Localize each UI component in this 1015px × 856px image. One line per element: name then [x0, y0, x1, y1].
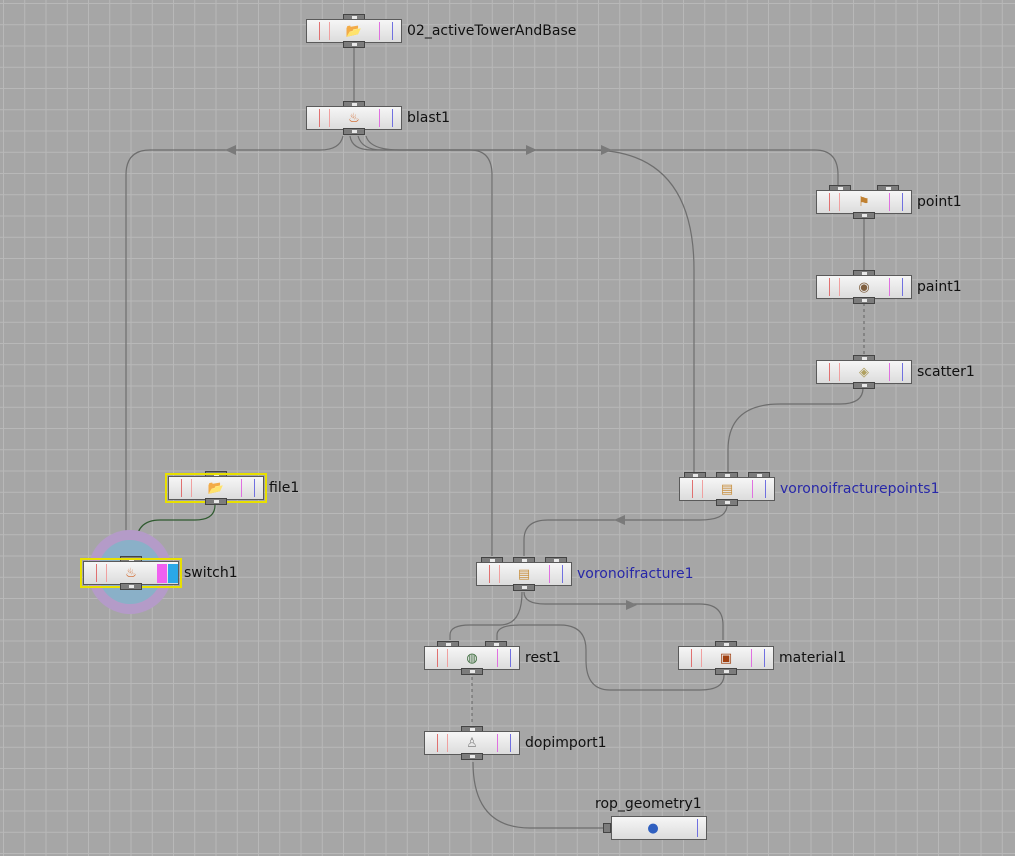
point-icon: ⚑	[858, 194, 870, 210]
node-tile[interactable]: ▣	[678, 646, 774, 670]
voronoi-icon: ▤	[517, 566, 531, 582]
node-voronoifracturepoints1[interactable]: ▤ voronoifracturepoints1	[679, 472, 979, 506]
wire-blast-point	[349, 135, 839, 186]
node-label: point1	[917, 194, 962, 210]
node-label: paint1	[917, 279, 962, 295]
output-connector[interactable]	[853, 212, 875, 219]
node-label: rest1	[525, 650, 561, 666]
node-tile[interactable]: ◍	[424, 646, 520, 670]
wire-arrow	[526, 145, 537, 155]
node-blast1[interactable]: ♨ blast1	[306, 101, 506, 135]
output-connector[interactable]	[205, 498, 227, 505]
display-flag[interactable]	[168, 564, 178, 583]
wire-arrow	[225, 145, 236, 155]
output-connector[interactable]	[461, 668, 483, 675]
material-icon: ▣	[719, 650, 733, 666]
node-dopimport1[interactable]: ♙ dopimport1	[424, 726, 624, 760]
node-rop-geometry1[interactable]: ● rop_geometry1	[595, 796, 711, 840]
node-tile[interactable]: ▤	[679, 477, 775, 501]
node-label: 02_activeTowerAndBase	[407, 23, 577, 39]
file-folder-icon: 📂	[207, 480, 225, 496]
voronoi-icon: ▤	[720, 481, 734, 497]
output-connector[interactable]	[120, 583, 142, 590]
node-tile[interactable]: ♨	[80, 558, 182, 588]
node-label: material1	[779, 650, 847, 666]
node-label: voronoifracturepoints1	[780, 481, 940, 497]
wire-scatter-vfp	[727, 387, 864, 472]
template-flag[interactable]	[157, 564, 167, 583]
wire-vf-rest	[449, 591, 523, 640]
node-switch1[interactable]: ♨ switch1	[80, 556, 263, 590]
wire-arrow	[626, 600, 637, 610]
node-label: switch1	[184, 565, 238, 581]
output-connector[interactable]	[461, 753, 483, 760]
wire-blast-voronoi	[357, 135, 493, 556]
node-label: file1	[269, 480, 300, 496]
output-connector[interactable]	[513, 584, 535, 591]
node-label: scatter1	[917, 364, 975, 380]
file-folder-icon: 📂	[345, 23, 363, 39]
wire-dopimport-rop	[472, 761, 607, 829]
node-voronoifracture1[interactable]: ▤ voronoifracture1	[476, 557, 716, 591]
wire-blast-vfp	[365, 135, 695, 472]
output-connector[interactable]	[853, 297, 875, 304]
node-02-activetowerandbase[interactable]: 📂 02_activeTowerAndBase	[306, 14, 606, 48]
output-connector[interactable]	[715, 668, 737, 675]
node-tile[interactable]: 📂	[165, 473, 267, 503]
scatter-icon: ◈	[859, 364, 869, 380]
node-tile[interactable]: ◉	[816, 275, 912, 299]
node-tile[interactable]: ●	[611, 816, 707, 840]
node-label: rop_geometry1	[595, 796, 702, 812]
rop-geometry-icon: ●	[647, 820, 659, 836]
node-tile[interactable]: ◈	[816, 360, 912, 384]
node-label: blast1	[407, 110, 451, 126]
node-label: dopimport1	[525, 735, 607, 751]
wire-blast-switch	[125, 135, 344, 556]
node-scatter1[interactable]: ◈ scatter1	[816, 355, 996, 389]
wire-arrow	[614, 515, 625, 525]
switch-icon: ♨	[125, 565, 137, 581]
node-material1[interactable]: ▣ material1	[678, 641, 878, 675]
node-tile[interactable]: ♙	[424, 731, 520, 755]
input-connector[interactable]	[603, 823, 617, 833]
node-tile[interactable]: ⚑	[816, 190, 912, 214]
wire-vf-material	[523, 591, 724, 640]
node-rest1[interactable]: ◍ rest1	[424, 641, 584, 675]
wire-material-rest	[496, 624, 725, 691]
node-point1[interactable]: ⚑ point1	[816, 185, 996, 219]
node-tile[interactable]: ▤	[476, 562, 572, 586]
output-connector[interactable]	[716, 499, 738, 506]
dopimport-icon: ♙	[466, 735, 478, 751]
node-label: voronoifracture1	[577, 566, 694, 582]
wire-vfp-vf	[523, 504, 728, 556]
node-tile[interactable]: ♨	[306, 106, 402, 130]
output-connector[interactable]	[853, 382, 875, 389]
node-file1[interactable]: 📂 file1	[165, 471, 328, 505]
output-connector[interactable]	[343, 128, 365, 135]
blast-icon: ♨	[348, 110, 360, 126]
output-connector[interactable]	[343, 41, 365, 48]
node-tile[interactable]: 📂	[306, 19, 402, 43]
paint-icon: ◉	[858, 279, 870, 295]
wire-arrow	[601, 145, 612, 155]
rest-icon: ◍	[466, 650, 478, 666]
node-paint1[interactable]: ◉ paint1	[816, 270, 996, 304]
